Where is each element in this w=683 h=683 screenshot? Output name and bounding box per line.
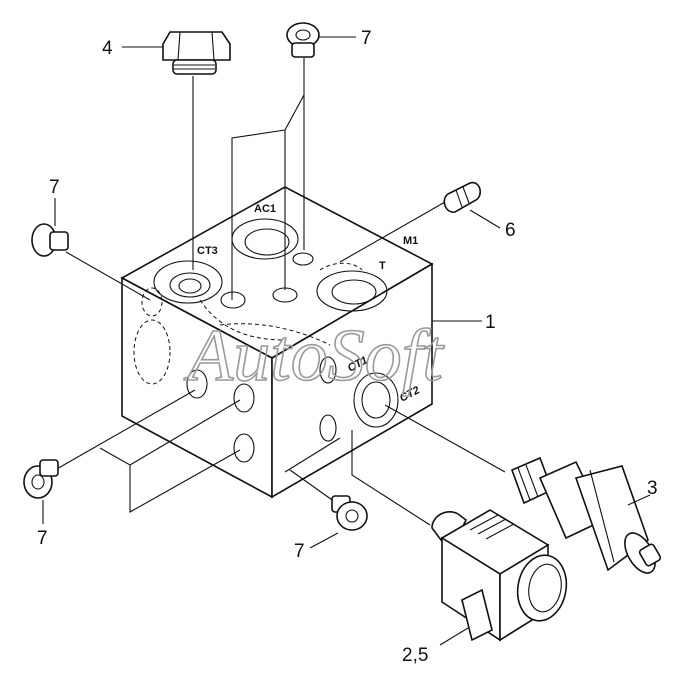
plug-7-left-top bbox=[31, 223, 69, 257]
left-hole-2 bbox=[233, 383, 255, 413]
solenoid-2-5 bbox=[431, 509, 568, 642]
port-label-m1: M1 bbox=[403, 235, 418, 247]
hidden-bore-1 bbox=[133, 319, 171, 385]
callout-7-bottom: 7 bbox=[294, 541, 305, 562]
plug-7-left-bottom bbox=[23, 459, 59, 499]
plug-4 bbox=[162, 31, 231, 75]
port-ct3-outer bbox=[153, 260, 223, 304]
port-label-ac1: AC1 bbox=[254, 203, 276, 215]
callout-leaders bbox=[42, 36, 651, 646]
plug-7-bottom bbox=[331, 495, 368, 531]
block-right-face bbox=[271, 262, 433, 499]
right-hole-1 bbox=[319, 356, 337, 384]
port-ct2-outer bbox=[353, 372, 399, 428]
callout-3: 3 bbox=[647, 478, 658, 499]
port-ac1-inner bbox=[244, 228, 290, 256]
left-hole-3 bbox=[233, 433, 255, 463]
port-ct3-core bbox=[178, 278, 202, 294]
callout-7-left-bottom: 7 bbox=[37, 528, 48, 549]
left-hole-1 bbox=[186, 369, 208, 399]
port-ct2-inner bbox=[361, 381, 391, 419]
right-hole-2 bbox=[319, 414, 337, 442]
callout-2-5: 2,5 bbox=[402, 645, 428, 666]
port-label-ct3: CT3 bbox=[197, 245, 218, 257]
callout-4: 4 bbox=[102, 38, 113, 59]
cartridge-valve-3 bbox=[510, 456, 662, 574]
hidden-passage-3 bbox=[199, 299, 286, 341]
callout-numbers: 4 7 7 6 1 3 7 7 2,5 bbox=[37, 28, 658, 666]
callout-6: 6 bbox=[505, 220, 516, 241]
assembly-lines bbox=[54, 58, 506, 526]
hidden-passage-1 bbox=[219, 323, 331, 346]
port-small-1 bbox=[292, 252, 314, 266]
hidden-passage-2 bbox=[319, 262, 363, 271]
valve-block bbox=[120, 186, 434, 499]
hidden-bore-2 bbox=[141, 287, 163, 317]
callout-7-left-top: 7 bbox=[49, 177, 60, 198]
callout-1: 1 bbox=[485, 312, 496, 333]
port-label-t: T bbox=[379, 260, 386, 272]
port-ct3-inner bbox=[169, 272, 211, 298]
plug-6 bbox=[443, 181, 482, 213]
port-small-3 bbox=[220, 291, 246, 309]
callout-7-top: 7 bbox=[361, 28, 372, 49]
port-t-outer bbox=[316, 270, 388, 312]
watermark-text: AutoSoft bbox=[183, 315, 445, 397]
plug-7-top bbox=[286, 22, 320, 58]
port-t-inner bbox=[331, 279, 377, 305]
